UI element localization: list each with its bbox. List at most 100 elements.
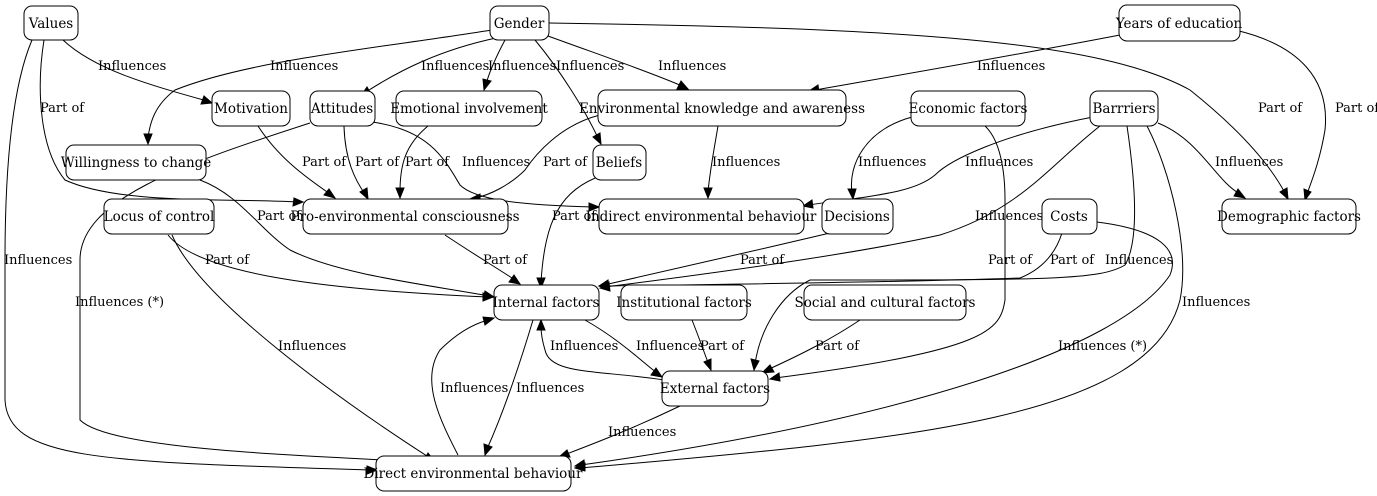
edge-label: Part of xyxy=(355,155,400,170)
edge-label: Influences xyxy=(278,339,346,354)
edge-emotional-consciousness: Part of xyxy=(395,125,450,200)
edge-education-knowledge: Influences xyxy=(807,34,1121,94)
edge-gender-willingness: Influences xyxy=(143,29,493,146)
node-beliefs[interactable]: Beliefs xyxy=(592,144,647,181)
edge-values-motivation: Influences xyxy=(62,39,214,105)
edge-label: Influences xyxy=(556,59,624,74)
edge-knowledge-consciousness: Part of xyxy=(468,114,601,203)
node-label: Motivation xyxy=(214,101,288,117)
edge-label: Influences xyxy=(98,59,166,74)
node-label: Decisions xyxy=(824,209,890,225)
edge-barriers-demographic: Influences xyxy=(1157,122,1283,199)
node-label: Social and cultural factors xyxy=(795,295,976,311)
node-attitudes[interactable]: Attitudes xyxy=(309,90,376,127)
node-label: Willingness to change xyxy=(61,155,212,171)
edge-gender-demographic: Part of xyxy=(548,22,1303,201)
edge-economic-decisions: Influences xyxy=(847,116,926,201)
edge-education-demographic: Part of xyxy=(1234,29,1377,202)
node-label: Direct environmental behaviour xyxy=(364,466,583,482)
node-years-of-education[interactable]: Years of education xyxy=(1115,4,1243,42)
edge-label: Influences xyxy=(858,155,926,170)
node-direct-environmental-behaviour[interactable]: Direct environmental behaviour xyxy=(364,455,583,492)
node-economic-factors[interactable]: Economic factors xyxy=(909,90,1028,127)
edge-label: Part of xyxy=(40,101,85,116)
node-emotional-involvement[interactable]: Emotional involvement xyxy=(390,90,548,127)
node-environmental-knowledge[interactable]: Environmental knowledge and awareness xyxy=(579,89,865,127)
node-label: Pro-environmental consciousness xyxy=(290,209,519,225)
edge-label: Influences xyxy=(965,155,1033,170)
node-pro-environmental-consciousness[interactable]: Pro-environmental consciousness xyxy=(290,198,520,235)
edge-values-consciousness: Part of xyxy=(39,39,305,207)
edge-label: Influences xyxy=(550,339,618,354)
node-motivation[interactable]: Motivation xyxy=(211,90,291,127)
node-decisions[interactable]: Decisions xyxy=(821,198,894,235)
edge-label: Influences xyxy=(712,155,780,170)
edge-barriers-indirect: Influences xyxy=(801,116,1094,209)
edge-label: Part of xyxy=(1335,101,1377,116)
edge-label: Influences xyxy=(1182,295,1250,310)
node-label: Environmental knowledge and awareness xyxy=(579,101,865,117)
node-label: Gender xyxy=(494,16,545,32)
node-label: Costs xyxy=(1050,209,1088,225)
node-indirect-environmental-behaviour[interactable]: Indirect environmental behaviour xyxy=(586,198,817,235)
edge-label: Influences xyxy=(1105,253,1173,268)
edge-internal-external: Influences xyxy=(584,319,704,378)
edge-label: Influences xyxy=(462,155,530,170)
node-costs[interactable]: Costs xyxy=(1041,198,1098,235)
edge-label: Part of xyxy=(405,155,450,170)
edge-label: Part of xyxy=(302,155,347,170)
edge-motivation-consciousness: Part of xyxy=(257,125,347,199)
edge-label: Influences xyxy=(658,59,726,74)
node-values[interactable]: Values xyxy=(23,5,79,41)
node-internal-factors[interactable]: Internal factors xyxy=(493,284,600,321)
edge-gender-knowledge: Influences xyxy=(547,35,726,90)
edge-label: Part of xyxy=(1050,253,1095,268)
edge-gender-beliefs: Influences xyxy=(534,39,624,146)
edge-knowledge-indirect: Influences xyxy=(703,125,780,200)
edge-gender-emotional: Influences xyxy=(482,39,556,92)
edge-costs-direct: Influences (*) xyxy=(573,221,1173,469)
edge-label: Influences (*) xyxy=(1058,339,1147,354)
edge-label: Part of xyxy=(740,253,785,268)
edge-economic-external: Part of xyxy=(768,125,1033,382)
node-demographic-factors[interactable]: Demographic factors xyxy=(1217,198,1361,235)
node-label: Demographic factors xyxy=(1217,209,1361,225)
edge-label: Influences xyxy=(488,59,556,74)
edge-label: Influences xyxy=(608,425,676,440)
edge-label: Influences xyxy=(270,59,338,74)
edge-label: Part of xyxy=(552,209,597,224)
node-external-factors[interactable]: External factors xyxy=(660,370,770,407)
edge-willingness-internal: Part of xyxy=(199,179,496,300)
edge-label: Part of xyxy=(988,253,1033,268)
edge-internal-direct: Influences xyxy=(483,319,584,457)
node-willingness-to-change[interactable]: Willingness to change xyxy=(61,144,212,181)
node-label: Institutional factors xyxy=(616,295,752,311)
edge-direct-internal: Influences xyxy=(431,316,508,456)
edge-beliefs-internal: Part of xyxy=(536,174,604,290)
node-locus-of-control[interactable]: Locus of control xyxy=(103,198,215,235)
edge-label: Influences xyxy=(421,59,489,74)
edge-label: Influences xyxy=(636,339,704,354)
edge-locus-internal: Part of xyxy=(167,234,495,302)
edge-label: Part of xyxy=(483,253,528,268)
node-label: Attitudes xyxy=(310,101,373,117)
node-label: Locus of control xyxy=(104,209,215,225)
edge-external-direct: Influences xyxy=(557,405,681,458)
node-social-cultural-factors[interactable]: Social and cultural factors xyxy=(795,284,976,321)
edge-label: Part of xyxy=(205,253,250,268)
edge-label: Influences xyxy=(977,59,1045,74)
edge-institutional-external: Part of xyxy=(691,319,745,372)
edge-label: Influences xyxy=(975,209,1043,224)
edge-label: Influences xyxy=(4,253,72,268)
node-label: External factors xyxy=(660,381,770,397)
edge-external-internal: Influences xyxy=(536,318,665,381)
edge-label: Part of xyxy=(700,339,745,354)
edge-locus-direct: Influences xyxy=(171,234,437,463)
node-gender[interactable]: Gender xyxy=(489,5,550,41)
node-label: Internal factors xyxy=(493,295,600,311)
edge-label: Influences xyxy=(440,381,508,396)
node-barriers[interactable]: Barrriers xyxy=(1089,90,1159,127)
edge-label: Part of xyxy=(1258,101,1303,116)
node-institutional-factors[interactable]: Institutional factors xyxy=(616,284,752,321)
